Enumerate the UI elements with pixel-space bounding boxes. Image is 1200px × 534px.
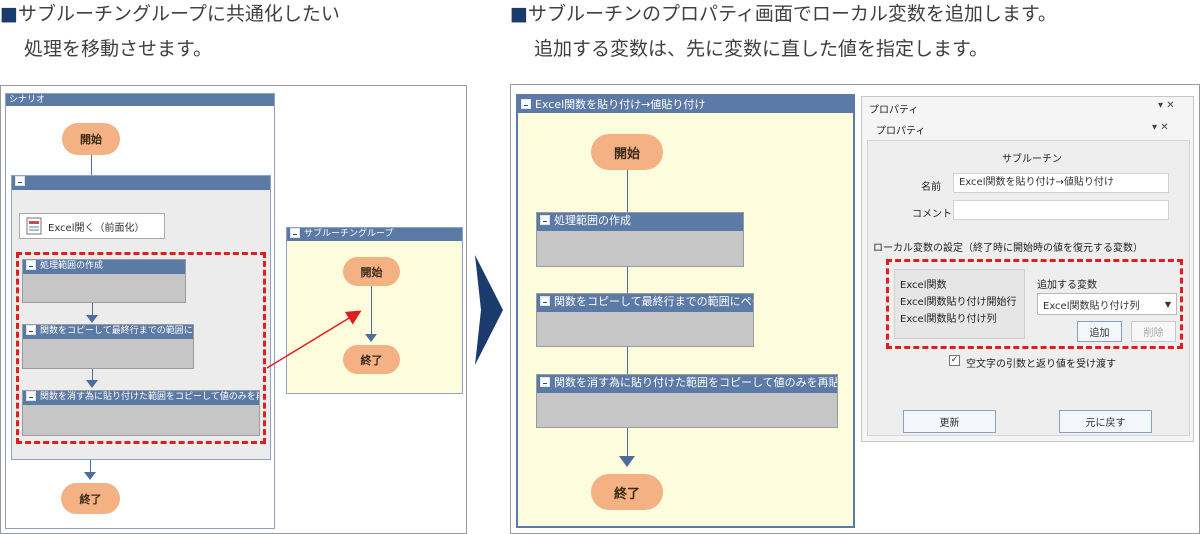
comment-label: コメント — [912, 209, 952, 220]
left-activity-3-header: 関数を消す為に貼り付けた範囲をコピーして値のみを再貼り付け — [23, 391, 259, 405]
connector-line — [627, 267, 628, 293]
connector-line — [627, 428, 628, 458]
editor-activity-3[interactable]: 関数を消す為に貼り付けた範囲をコピーして値のみを再貼り付け — [536, 374, 838, 428]
scenario-end-node[interactable]: 終了 — [61, 483, 120, 514]
collapse-icon[interactable] — [540, 215, 550, 225]
left-heading-line2: 処理を移動させます。 — [24, 38, 213, 60]
scenario-title: シナリオ — [6, 94, 274, 106]
properties-outer-title: プロパティ — [869, 105, 919, 116]
right-heading-line1: ■サブルーチンのプロパティ画面でローカル変数を追加します。 — [510, 3, 1057, 25]
section-title: サブルーチン — [1002, 154, 1062, 165]
connector-line — [627, 170, 628, 212]
collapse-icon[interactable] — [15, 176, 25, 186]
excel-file-icon — [26, 217, 42, 235]
left-activity-2-header: 関数をコピーして最終行までの範囲にペースト — [23, 325, 193, 339]
collapse-icon[interactable] — [26, 325, 36, 335]
properties-inner-title: プロパティ — [876, 126, 926, 137]
delete-button[interactable]: 削除 — [1131, 321, 1176, 342]
scenario-group-header — [12, 176, 270, 190]
arrow-down-icon — [619, 456, 635, 467]
collapse-icon[interactable] — [540, 296, 550, 306]
local-var-item[interactable]: Excel関数 — [900, 280, 947, 291]
collapse-icon[interactable] — [26, 391, 36, 401]
name-label: 名前 — [921, 182, 941, 193]
editor-activity-1-header: 処理範囲の作成 — [537, 213, 743, 231]
local-var-item[interactable]: Excel関数貼り付け列 — [900, 314, 997, 325]
right-heading-line2: 追加する変数は、先に変数に直した値を指定します。 — [534, 38, 989, 60]
update-button[interactable]: 更新 — [903, 410, 996, 433]
editor-activity-2[interactable]: 関数をコピーして最終行までの範囲にペースト — [536, 293, 754, 347]
add-button[interactable]: 追加 — [1077, 321, 1122, 342]
editor-start-node[interactable]: 開始 — [591, 134, 663, 170]
collapse-icon[interactable] — [540, 377, 550, 387]
editor-activity-3-header: 関数を消す為に貼り付けた範囲をコピーして値のみを再貼り付け — [537, 375, 837, 393]
subroutine-group-header: サブルーチングループ — [287, 228, 462, 241]
connector-line — [627, 347, 628, 374]
revert-button[interactable]: 元に戻す — [1059, 410, 1152, 433]
arrow-down-icon — [365, 334, 377, 342]
left-activity-3[interactable]: 関数を消す為に貼り付けた範囲をコピーして値のみを再貼り付け — [22, 390, 260, 436]
editor-activity-1[interactable]: 処理範囲の作成 — [536, 212, 744, 267]
scenario-start-node[interactable]: 開始 — [62, 123, 120, 155]
collapse-icon[interactable] — [26, 260, 36, 270]
local-vars-list[interactable] — [894, 269, 1025, 339]
subroutine-group-end-node[interactable]: 終了 — [343, 345, 400, 374]
left-activity-1[interactable]: 処理範囲の作成 — [22, 259, 186, 303]
arrow-down-icon — [84, 472, 96, 480]
inner-pin-close-buttons[interactable]: ▾ ✕ — [1152, 122, 1169, 133]
connector-line — [92, 303, 93, 317]
empty-args-label: 空文字の引数と返り値を受け渡す — [966, 359, 1116, 370]
comment-input[interactable] — [953, 200, 1169, 220]
left-activity-1-header: 処理範囲の作成 — [23, 260, 185, 274]
move-selection-highlight — [16, 252, 266, 444]
subroutine-editor-header: Excel関数を貼り付け→値貼り付け — [518, 96, 853, 113]
editor-activity-2-header: 関数をコピーして最終行までの範囲にペースト — [537, 294, 753, 312]
outer-pin-close-buttons[interactable]: ▾ ✕ — [1158, 100, 1175, 111]
add-var-select[interactable]: Excel関数貼り付け列 ▼ — [1037, 293, 1177, 315]
subroutine-group-start-node[interactable]: 開始 — [343, 257, 400, 286]
collapse-icon[interactable] — [521, 99, 531, 109]
move-arrow-icon — [266, 310, 362, 369]
connector-line — [371, 286, 372, 336]
add-var-selected: Excel関数貼り付け列 — [1043, 300, 1140, 312]
excel-open-activity[interactable]: Excel開く（前面化） — [19, 213, 165, 239]
local-vars-title: ローカル変数の設定（終了時に開始時の値を復元する変数） — [873, 243, 1143, 254]
dropdown-arrow-icon: ▼ — [1164, 299, 1171, 309]
connector-line — [91, 155, 92, 175]
next-step-chevron-icon — [475, 255, 503, 365]
arrow-down-icon — [86, 380, 98, 388]
excel-open-label: Excel開く（前面化） — [48, 222, 145, 234]
collapse-icon[interactable] — [290, 228, 300, 238]
local-var-highlight — [886, 259, 1183, 349]
add-var-label: 追加する変数 — [1037, 280, 1097, 291]
editor-end-node[interactable]: 終了 — [591, 474, 663, 510]
connector-line — [92, 369, 93, 382]
arrow-down-icon — [86, 315, 98, 323]
local-var-item[interactable]: Excel関数貼り付け開始行 — [900, 297, 1017, 308]
name-input[interactable]: Excel関数を貼り付け→値貼り付け — [953, 173, 1169, 193]
connector-line — [90, 460, 91, 474]
left-heading-line1: ■サブルーチングループに共通化したい — [0, 3, 340, 25]
empty-args-checkbox[interactable]: ✓ — [949, 355, 960, 366]
left-activity-2[interactable]: 関数をコピーして最終行までの範囲にペースト — [22, 324, 194, 369]
